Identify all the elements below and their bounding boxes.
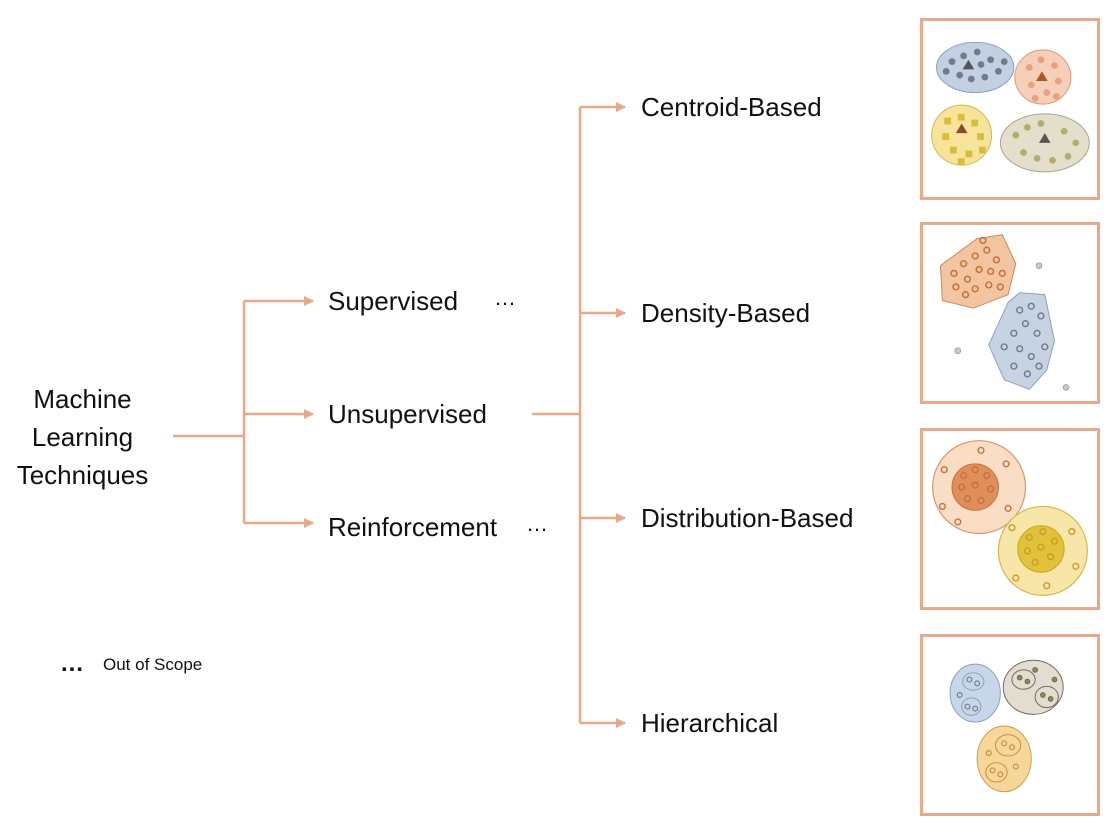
node-centroid-based: Centroid-Based [641,92,822,122]
hierarchical-clusters-image [949,659,1064,793]
node-supervised: Supervised [328,286,459,316]
legend-text: Out of Scope [103,655,203,674]
hierarchical-illustration [920,634,1100,816]
node-hierarchical: Hierarchical [641,708,779,738]
distribution-clusters-image [932,440,1088,596]
node-distribution-based: Distribution-Based [641,503,854,533]
density-clusters-image [939,234,1070,391]
node-density-based: Density-Based [641,298,811,328]
root-line-1: Machine [33,384,132,414]
root-node: Machine Learning Techniques [0,380,165,494]
centroid-illustration [920,18,1100,200]
legend-symbol: … [60,650,84,677]
reinforcement-ellipsis: … [526,511,549,536]
node-unsupervised: Unsupervised [328,399,487,429]
supervised-ellipsis: … [494,285,517,310]
distribution-illustration [920,428,1100,610]
density-illustration [920,222,1100,404]
root-line-3: Techniques [16,460,149,490]
centroid-clusters-image [931,41,1090,173]
node-reinforcement: Reinforcement [328,512,498,542]
root-line-2: Learning [31,422,134,452]
